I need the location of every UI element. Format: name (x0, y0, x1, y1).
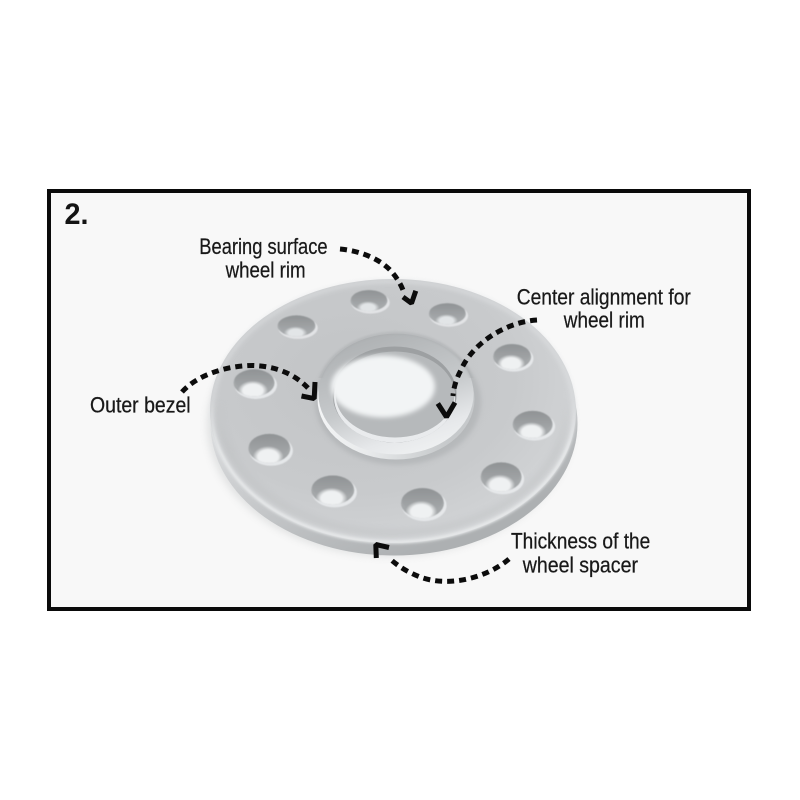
svg-text:wheel rim: wheel rim (225, 257, 306, 282)
svg-text:Center alignment for: Center alignment for (517, 284, 691, 309)
svg-text:Thickness of the: Thickness of the (511, 529, 650, 554)
svg-text:Outer bezel: Outer bezel (90, 392, 191, 417)
svg-text:wheel spacer: wheel spacer (522, 553, 638, 578)
svg-text:2.: 2. (65, 198, 89, 231)
svg-text:Bearing surface: Bearing surface (199, 234, 327, 259)
svg-text:wheel rim: wheel rim (563, 308, 645, 333)
